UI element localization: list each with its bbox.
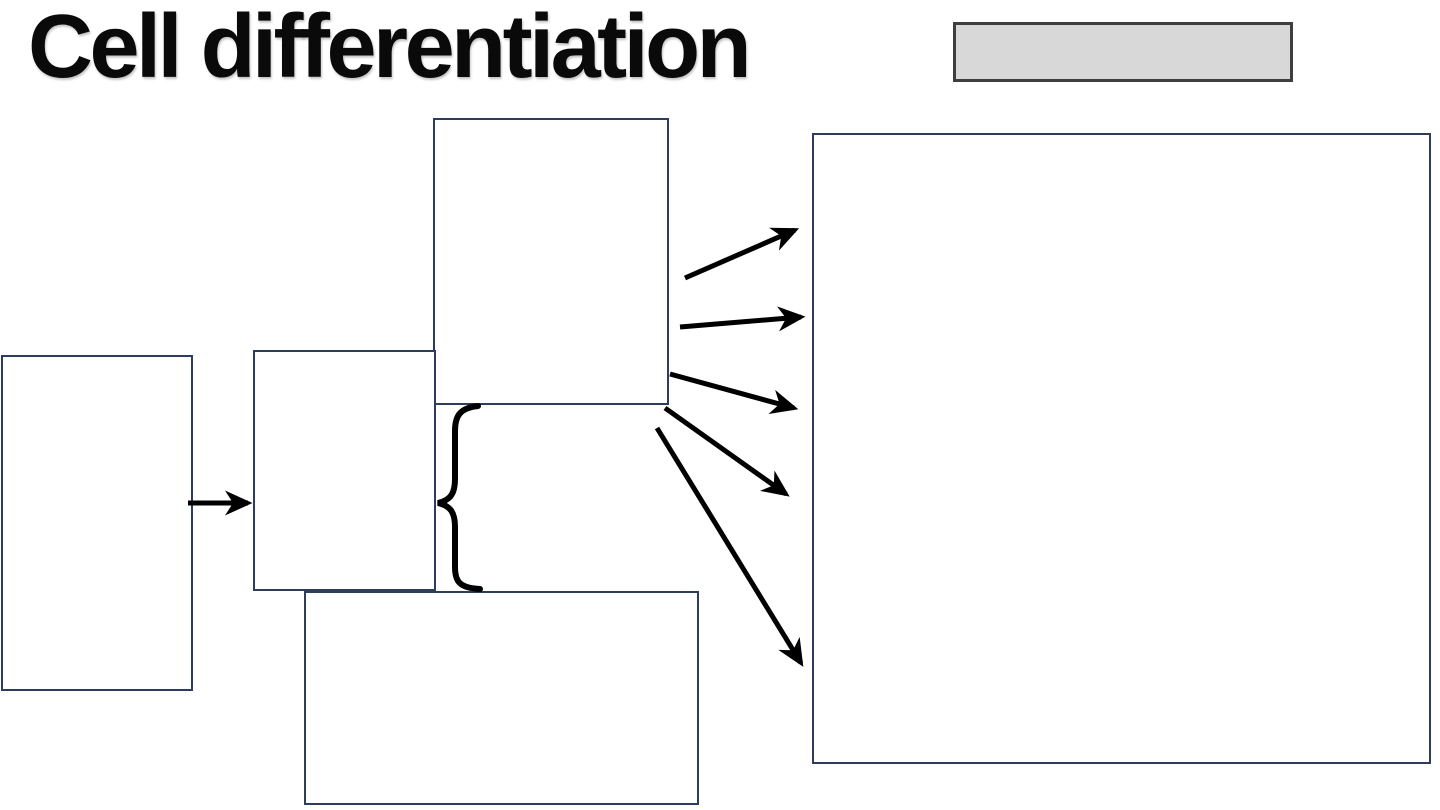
fan-arrow-1 <box>684 227 800 281</box>
fan-arrow-4 <box>663 405 790 497</box>
right-panel-box[interactable] <box>812 133 1431 764</box>
fan-arrow-2 <box>679 306 806 332</box>
bottom-box[interactable] <box>304 591 699 805</box>
page-title: Cell differentiation <box>28 0 752 97</box>
fan-arrow-3 <box>669 371 799 414</box>
left-box[interactable] <box>1 355 193 691</box>
covered-answer-label[interactable] <box>953 22 1293 82</box>
middle-box[interactable] <box>253 350 436 591</box>
curly-brace <box>437 403 483 592</box>
top-box[interactable] <box>433 118 669 405</box>
